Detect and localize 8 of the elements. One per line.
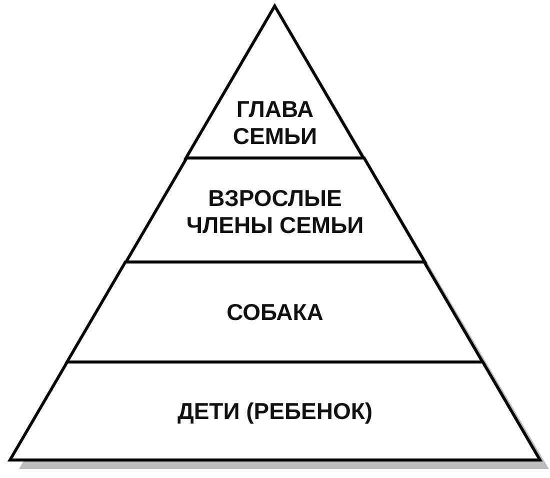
- tier-label: ДЕТИ (РЕБЕНОК): [177, 398, 373, 424]
- tier-label: ВЗРОСЛЫЕ ЧЛЕНЫ СЕМЬИ: [185, 185, 365, 239]
- tier-label: СОБАКА: [226, 298, 324, 326]
- tier-label: ГЛАВА СЕМЬИ: [232, 96, 318, 150]
- pyramid-tier: [10, 362, 540, 460]
- pyramid-tier: [186, 6, 364, 158]
- pyramid-tier: [126, 158, 424, 262]
- pyramid-tier: [67, 262, 483, 362]
